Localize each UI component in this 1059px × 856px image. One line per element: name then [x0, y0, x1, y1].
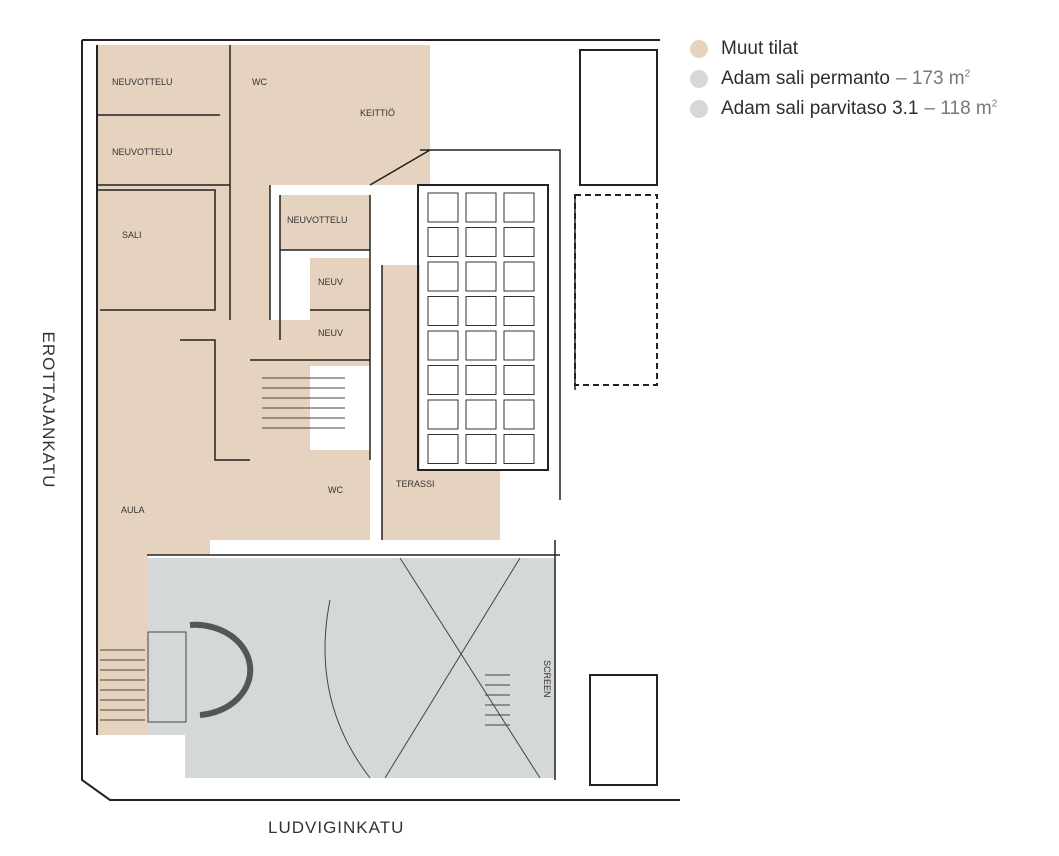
street-label-erottajankatu: EROTTAJANKATU	[39, 331, 58, 489]
skylight-pane	[503, 227, 535, 257]
legend-area-unit-exp: 2	[964, 68, 971, 80]
gray-adam-sali	[147, 558, 555, 778]
courtyard-skylight-grid	[427, 192, 535, 464]
beige-area-west-wing	[97, 45, 430, 735]
stage-arc	[189, 621, 254, 718]
legend-item-parvitaso: Adam sali parvitaso 3.1 – 118 m2	[690, 94, 997, 124]
skylight-pane	[503, 192, 535, 223]
room-label-neuv-1: NEUV	[318, 277, 343, 287]
skylight-pane	[503, 399, 535, 430]
interior-walls	[97, 45, 576, 780]
skylight-pane	[465, 227, 497, 257]
staircase-left	[100, 649, 145, 721]
room-label-keittio: KEITTIÖ	[360, 108, 395, 118]
outer-wall	[81, 39, 680, 801]
legend-area: – 173 m	[895, 68, 965, 89]
skylight-pane	[503, 296, 535, 326]
beige-neuv	[310, 258, 370, 366]
room-label-neuvottelu-3: NEUVOTTELU	[287, 215, 348, 225]
staircase-hall	[485, 674, 510, 726]
skylight-pane	[427, 227, 459, 257]
skylight-pane	[503, 261, 535, 292]
east-room	[579, 49, 658, 186]
room-label-neuvottelu-2: NEUVOTTELU	[112, 147, 173, 157]
skylight-pane	[503, 365, 535, 395]
skylight-pane	[465, 434, 497, 464]
room-label-wc-2: WC	[328, 485, 343, 495]
hall-diagonals	[324, 557, 541, 779]
beige-area-top-rooms	[230, 45, 430, 185]
skylight-pane	[465, 261, 497, 292]
skylight-pane	[427, 365, 459, 395]
room-label-screen: SCREEN	[542, 660, 552, 698]
skylight-pane	[465, 296, 497, 326]
skylight-pane	[427, 399, 459, 430]
bar-counter	[147, 631, 187, 723]
skylight-pane	[503, 434, 535, 464]
beige-wc	[310, 450, 370, 540]
legend: Muut tilat Adam sali permanto – 173 m2 A…	[690, 34, 997, 124]
skylight-pane	[427, 261, 459, 292]
skylight-pane	[503, 330, 535, 361]
legend-area: – 118 m	[924, 98, 992, 119]
skylight-pane	[465, 365, 497, 395]
beige-terassi	[382, 265, 500, 540]
room-label-neuv-2: NEUV	[318, 328, 343, 338]
skylight-pane	[465, 399, 497, 430]
skylight-pane	[465, 330, 497, 361]
courtyard-frame	[417, 184, 549, 471]
beige-neuvottelu	[280, 195, 370, 250]
legend-label: Adam sali permanto	[721, 68, 890, 89]
room-label-aula: AULA	[121, 505, 145, 515]
room-label-wc-1: WC	[252, 77, 267, 87]
staircase-center	[262, 377, 345, 429]
dashed-structure	[574, 194, 658, 386]
room-label-sali: SALI	[122, 230, 142, 240]
legend-label: Muut tilat	[721, 38, 799, 59]
skylight-pane	[465, 192, 497, 223]
legend-item-permanto: Adam sali permanto – 173 m2	[690, 64, 997, 94]
beige-dot-icon	[690, 40, 708, 58]
skylight-pane	[427, 330, 459, 361]
room-label-terassi: TERASSI	[396, 479, 435, 489]
legend-area-unit-exp: 2	[991, 98, 998, 110]
legend-label: Adam sali parvitaso 3.1	[721, 98, 919, 119]
skylight-pane	[427, 434, 459, 464]
east-lower-room	[589, 674, 658, 786]
gray-dot-icon	[690, 70, 708, 88]
skylight-pane	[427, 192, 459, 223]
street-label-ludviginkatu: LUDVIGINKATU	[268, 818, 405, 837]
legend-item-muut-tilat: Muut tilat	[690, 34, 997, 64]
gray-dot-icon	[690, 100, 708, 118]
room-label-neuvottelu-1: NEUVOTTELU	[112, 77, 173, 87]
skylight-pane	[427, 296, 459, 326]
